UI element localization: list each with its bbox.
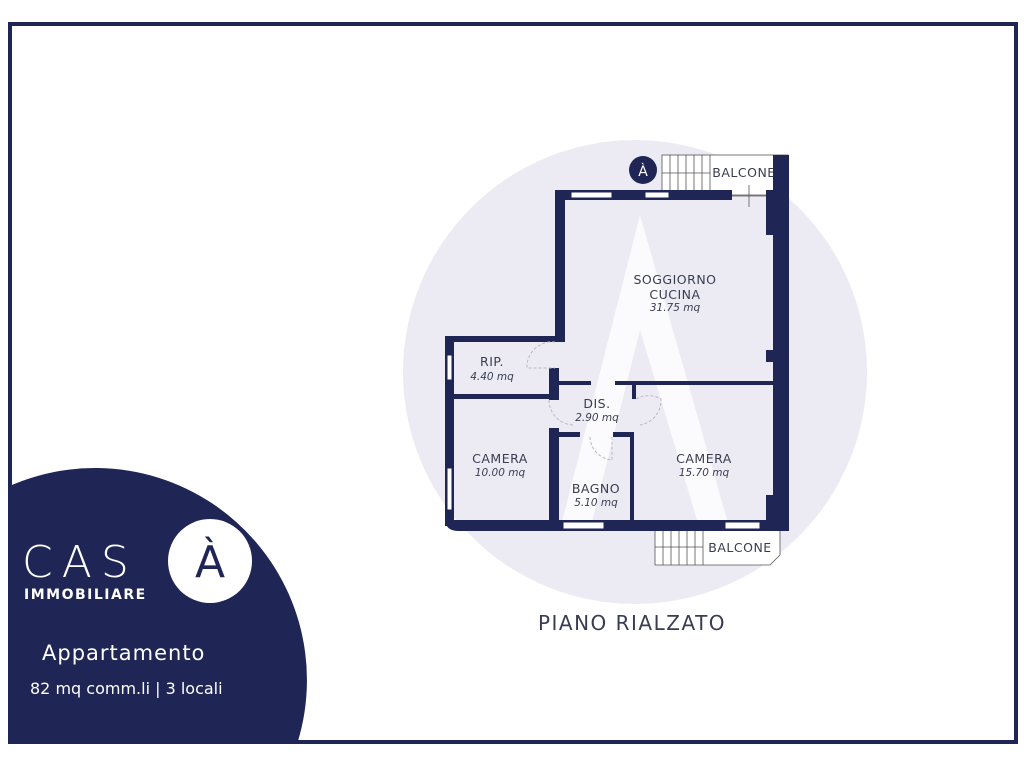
listing-details: 82 mq comm.li | 3 locali <box>30 679 223 698</box>
balcone-bottom: BALCONE <box>654 529 781 566</box>
brand-logo-letter: À <box>195 535 225 588</box>
balcone-bottom-label: BALCONE <box>708 540 771 555</box>
room-rip: RIP. 4.40 mq <box>470 354 514 383</box>
svg-text:4.40 mq: 4.40 mq <box>470 371 514 383</box>
compass-badge-icon <box>629 156 657 184</box>
room-dis: DIS. 2.90 mq <box>575 396 619 424</box>
svg-text:5.10 mq: 5.10 mq <box>574 497 618 509</box>
svg-text:DIS.: DIS. <box>583 396 610 411</box>
svg-text:RIP.: RIP. <box>480 354 504 369</box>
compass-badge-letter: À <box>638 163 648 180</box>
door-swings <box>526 341 662 461</box>
svg-text:15.70 mq: 15.70 mq <box>679 467 730 479</box>
room-bagno: BAGNO 5.10 mq <box>572 481 620 509</box>
watermark-a-logo <box>560 215 730 530</box>
brand-logo-circle <box>168 519 252 603</box>
svg-text:CAMERA: CAMERA <box>676 451 732 466</box>
brand-subtitle: IMMOBILIARE <box>24 587 147 603</box>
svg-text:BAGNO: BAGNO <box>572 481 620 496</box>
svg-text:CUCINA: CUCINA <box>649 287 700 302</box>
room-camera-2: CAMERA 15.70 mq <box>676 451 732 479</box>
balcone-top-label: BALCONE <box>712 165 775 180</box>
walls <box>445 155 789 531</box>
svg-text:2.90 mq: 2.90 mq <box>575 412 619 424</box>
watermark-circle <box>403 140 867 604</box>
svg-text:10.00 mq: 10.00 mq <box>475 467 526 479</box>
brand-name: CAS <box>22 537 138 588</box>
floor-title: PIANO RIALZATO <box>538 611 726 635</box>
room-camera-1: CAMERA 10.00 mq <box>472 451 528 479</box>
listing-type: Appartamento <box>42 641 205 665</box>
room-soggiorno-cucina: SOGGIORNO CUCINA 31.75 mq <box>633 272 716 314</box>
windows <box>446 191 761 530</box>
svg-text:31.75 mq: 31.75 mq <box>650 302 701 314</box>
svg-text:CAMERA: CAMERA <box>472 451 528 466</box>
svg-text:SOGGIORNO: SOGGIORNO <box>633 272 716 287</box>
